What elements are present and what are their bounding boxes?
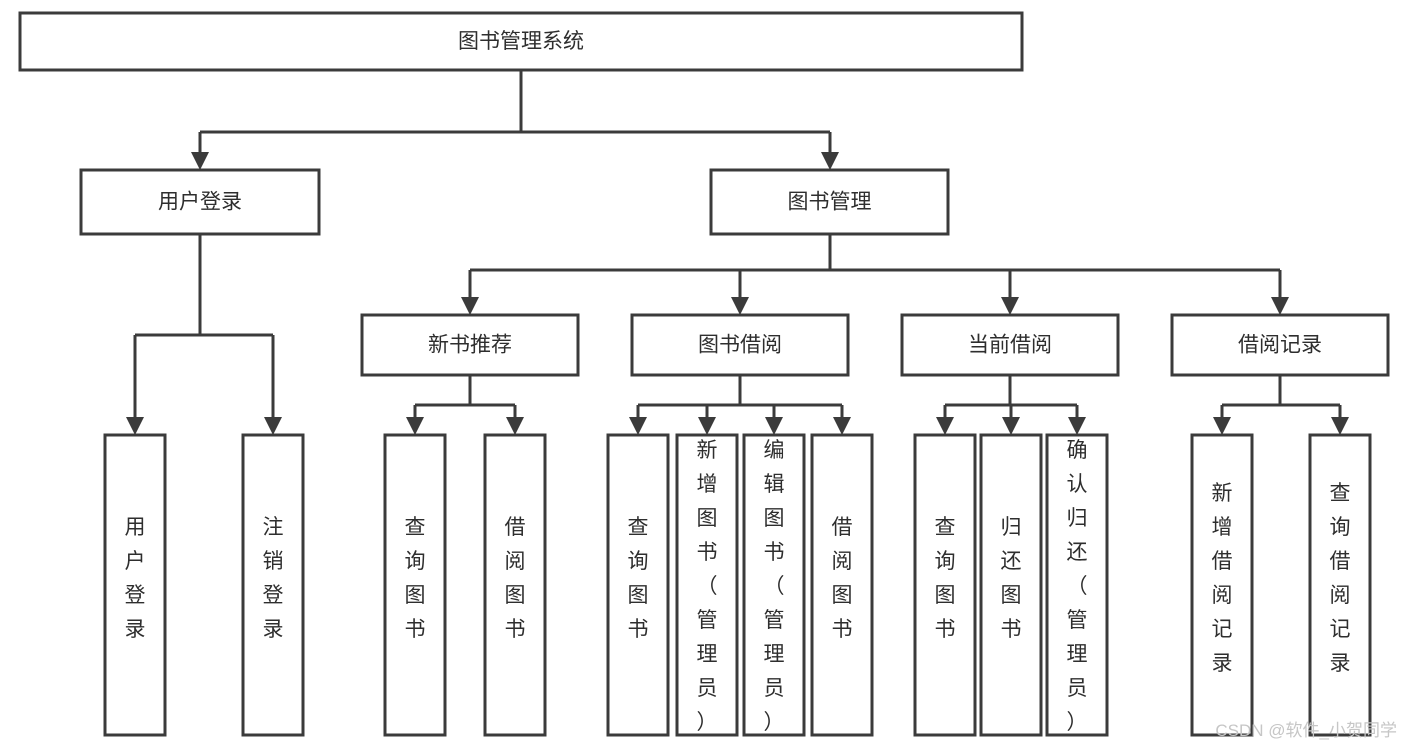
node-label-leaf-borrow-book: 借阅图书	[832, 516, 853, 641]
node-box-leaf-query-book-current[interactable]	[913, 433, 977, 737]
node-box-leaf-return-book[interactable]	[979, 433, 1043, 737]
connectors-layer	[126, 70, 1349, 435]
node-label-user-login: 用户登录	[158, 191, 242, 214]
node-leaf-edit-book[interactable]: 编辑图书（管理员）	[742, 433, 806, 737]
l2-0-child-1-arrowhead	[506, 417, 524, 435]
node-leaf-logout[interactable]: 注销登录	[241, 433, 305, 737]
node-box-user-login[interactable]	[79, 168, 321, 236]
user-login-child-0-arrowhead	[126, 417, 144, 435]
book-mgmt-child-2-arrowhead	[1001, 297, 1019, 315]
node-leaf-add-book[interactable]: 新增图书（管理员）	[675, 433, 739, 737]
node-leaf-confirm-return[interactable]: 确认归还（管理员）	[1045, 433, 1109, 737]
node-leaf-query-borrow-record[interactable]: 查询借阅记录	[1308, 433, 1372, 737]
node-box-leaf-query-book-borrow[interactable]	[606, 433, 670, 737]
node-label-leaf-confirm-return: 确认归还（管理员）	[1067, 439, 1088, 734]
node-leaf-user-login[interactable]: 用户登录	[103, 433, 167, 737]
node-borrow-record[interactable]: 借阅记录	[1170, 313, 1390, 377]
book-mgmt-child-3-arrowhead	[1271, 297, 1289, 315]
nodes-layer: 图书管理系统用户登录图书管理新书推荐图书借阅当前借阅借阅记录用户登录注销登录查询…	[18, 11, 1390, 737]
node-label-leaf-query-borrow-record: 查询借阅记录	[1330, 482, 1351, 675]
root-child-1-arrowhead	[821, 152, 839, 170]
l2-2-child-0-arrowhead	[936, 417, 954, 435]
node-user-login[interactable]: 用户登录	[79, 168, 321, 236]
node-box-leaf-add-borrow-record[interactable]	[1190, 433, 1254, 737]
node-label-root: 图书管理系统	[458, 30, 584, 53]
l2-1-child-2-arrowhead	[765, 417, 783, 435]
l2-3-child-1-arrowhead	[1331, 417, 1349, 435]
node-book-borrow[interactable]: 图书借阅	[630, 313, 850, 377]
node-label-leaf-query-book-borrow: 查询图书	[628, 516, 649, 641]
node-box-book-management[interactable]	[709, 168, 950, 236]
node-current-borrow[interactable]: 当前借阅	[900, 313, 1120, 377]
node-box-new-book-recommend[interactable]	[360, 313, 580, 377]
node-box-leaf-borrow-book[interactable]	[810, 433, 874, 737]
l2-1-child-3-arrowhead	[833, 417, 851, 435]
book-mgmt-child-1-arrowhead	[731, 297, 749, 315]
node-new-book-recommend[interactable]: 新书推荐	[360, 313, 580, 377]
node-label-book-borrow: 图书借阅	[698, 334, 782, 357]
l2-2-child-2-arrowhead	[1068, 417, 1086, 435]
node-label-leaf-edit-book: 编辑图书（管理员）	[764, 439, 785, 734]
node-leaf-query-book-recommend[interactable]: 查询图书	[383, 433, 447, 737]
node-label-new-book-recommend: 新书推荐	[428, 334, 512, 357]
node-label-leaf-query-book-current: 查询图书	[935, 516, 956, 641]
node-box-current-borrow[interactable]	[900, 313, 1120, 377]
node-label-leaf-logout: 注销登录	[263, 516, 284, 641]
node-box-leaf-user-login[interactable]	[103, 433, 167, 737]
node-label-current-borrow: 当前借阅	[968, 334, 1052, 357]
node-root[interactable]: 图书管理系统	[18, 11, 1024, 72]
node-box-borrow-record[interactable]	[1170, 313, 1390, 377]
node-label-borrow-record: 借阅记录	[1238, 334, 1322, 357]
node-leaf-return-book[interactable]: 归还图书	[979, 433, 1043, 737]
node-label-leaf-return-book: 归还图书	[1001, 516, 1022, 641]
l2-3-child-0-arrowhead	[1213, 417, 1231, 435]
node-box-leaf-query-borrow-record[interactable]	[1308, 433, 1372, 737]
root-child-0-arrowhead	[191, 152, 209, 170]
node-label-leaf-query-book-recommend: 查询图书	[405, 516, 426, 641]
node-leaf-query-book-current[interactable]: 查询图书	[913, 433, 977, 737]
book-mgmt-child-0-arrowhead	[461, 297, 479, 315]
node-box-root[interactable]	[18, 11, 1024, 72]
csdn-watermark: CSDN @软件_小贺同学	[1215, 721, 1397, 740]
node-leaf-borrow-book-recommend[interactable]: 借阅图书	[483, 433, 547, 737]
node-label-leaf-add-book: 新增图书（管理员）	[697, 439, 718, 734]
node-book-management[interactable]: 图书管理	[709, 168, 950, 236]
node-box-leaf-confirm-return[interactable]	[1045, 433, 1109, 737]
node-label-leaf-user-login: 用户登录	[125, 516, 146, 641]
node-label-book-management: 图书管理	[788, 191, 872, 214]
node-label-leaf-borrow-book-recommend: 借阅图书	[505, 516, 526, 641]
node-leaf-borrow-book[interactable]: 借阅图书	[810, 433, 874, 737]
user-login-child-1-arrowhead	[264, 417, 282, 435]
node-box-leaf-logout[interactable]	[241, 433, 305, 737]
node-label-leaf-add-borrow-record: 新增借阅记录	[1212, 482, 1233, 675]
node-leaf-add-borrow-record[interactable]: 新增借阅记录	[1190, 433, 1254, 737]
node-box-leaf-query-book-recommend[interactable]	[383, 433, 447, 737]
node-box-leaf-add-book[interactable]	[675, 433, 739, 737]
l2-0-child-0-arrowhead	[406, 417, 424, 435]
node-leaf-query-book-borrow[interactable]: 查询图书	[606, 433, 670, 737]
node-box-leaf-borrow-book-recommend[interactable]	[483, 433, 547, 737]
l2-1-child-0-arrowhead	[629, 417, 647, 435]
l2-1-child-1-arrowhead	[698, 417, 716, 435]
l2-2-child-1-arrowhead	[1002, 417, 1020, 435]
node-box-book-borrow[interactable]	[630, 313, 850, 377]
node-box-leaf-edit-book[interactable]	[742, 433, 806, 737]
